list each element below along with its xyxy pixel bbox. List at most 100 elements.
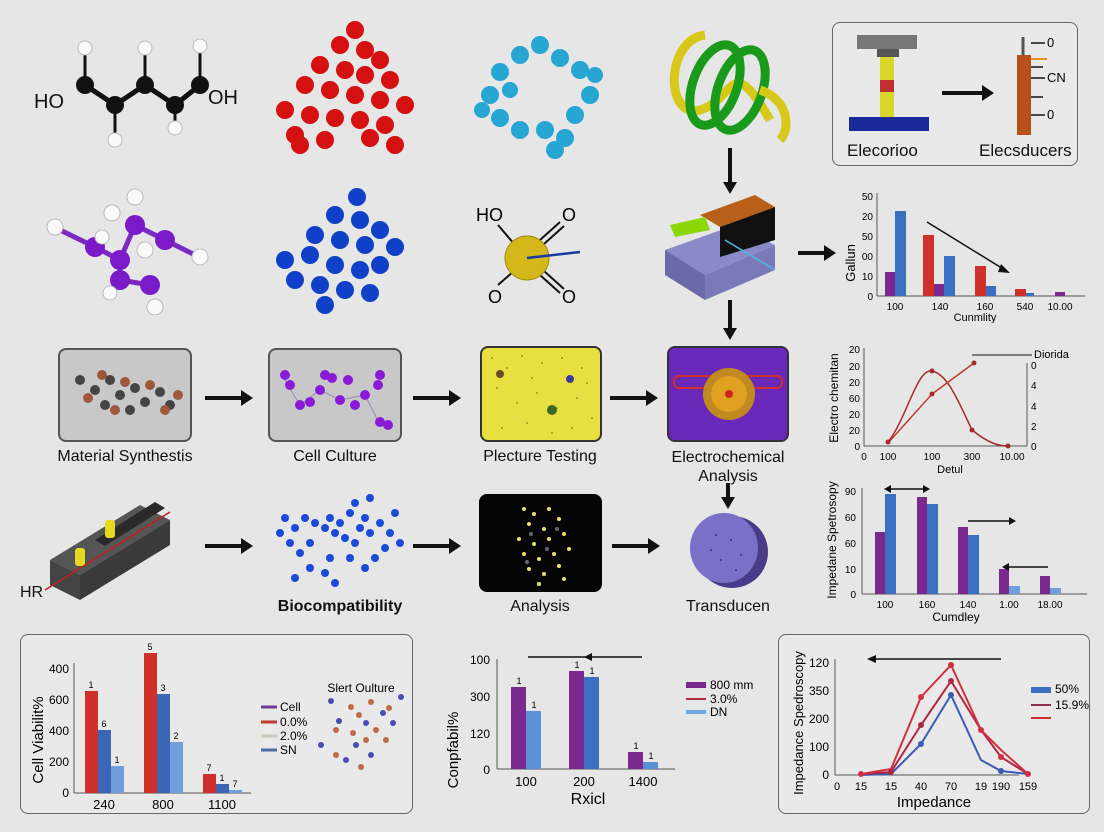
material-synthesis-label: Material Synthestis bbox=[57, 448, 193, 465]
x-tick: 19 bbox=[975, 781, 987, 793]
analysis-label: Analysis bbox=[510, 598, 570, 615]
o-label: O bbox=[562, 205, 576, 225]
purple-molecule bbox=[46, 188, 209, 315]
y-tick: 400 bbox=[49, 662, 69, 676]
y-right-tick: 0 bbox=[1031, 442, 1037, 453]
arrow-right-icon bbox=[205, 538, 253, 554]
hr-device-illustration bbox=[44, 502, 171, 600]
bar-label: 1 bbox=[516, 676, 521, 686]
legend-label: Cell bbox=[280, 700, 301, 714]
legend: Cell 0.0% 2.0% SN bbox=[261, 700, 308, 757]
x-tick: 70 bbox=[945, 781, 957, 793]
x-tick: 140 bbox=[932, 302, 949, 313]
inset-title: Slert Oulture bbox=[327, 681, 395, 695]
biocompatibility-label: Biocompatibility bbox=[277, 598, 403, 615]
o-label: O bbox=[488, 287, 502, 307]
y-tick: 90 bbox=[845, 487, 857, 498]
bar-label: 7 bbox=[206, 763, 211, 773]
y-tick: 400 bbox=[49, 724, 69, 738]
legend: 50% 15.9% bbox=[1031, 682, 1089, 719]
sensor-chip-illustration bbox=[665, 195, 775, 300]
gallun-bar-chart: Gallun 0 10 00 50 20 50 100 140 160 540 … bbox=[843, 192, 1085, 323]
y-right-tick: 4 bbox=[1031, 402, 1037, 413]
x-tick: 15 bbox=[855, 781, 867, 793]
arrow-right-icon bbox=[413, 390, 461, 406]
y-tick: 10 bbox=[862, 272, 874, 283]
arrow-right-icon bbox=[205, 390, 253, 406]
bar-label: 1 bbox=[114, 755, 119, 765]
y-tick: 00 bbox=[862, 252, 874, 263]
legend-label: 2.0% bbox=[280, 729, 308, 743]
bar-label: 7 bbox=[232, 779, 237, 789]
y-tick: 20 bbox=[849, 362, 861, 373]
bar-label: 1 bbox=[88, 680, 93, 690]
y-tick: 100 bbox=[809, 740, 829, 754]
legend-label: 15.9% bbox=[1055, 698, 1089, 712]
x-tick: 159 bbox=[1019, 781, 1037, 793]
impedance-bar-chart: Impedane Spetrosopy 0 10 60 60 90 100 16… bbox=[825, 481, 1087, 624]
cyan-ring-molecule bbox=[474, 36, 603, 159]
x-tick: 10.00 bbox=[1047, 302, 1072, 313]
bar-label: 1 bbox=[648, 751, 653, 761]
x-tick: 200 bbox=[573, 774, 595, 789]
y-tick: 20 bbox=[849, 345, 861, 356]
y-axis-label: Gallun bbox=[843, 244, 858, 282]
y-right-tick: 2 bbox=[1031, 422, 1037, 433]
electrode-disk-illustration bbox=[673, 368, 783, 420]
analysis-box bbox=[479, 494, 602, 592]
y-tick: 0 bbox=[822, 768, 829, 782]
bar-label: 3 bbox=[160, 683, 165, 693]
dicarboxylic-acid-molecule: HO OH bbox=[34, 38, 238, 148]
x-tick: 0 bbox=[834, 781, 840, 793]
bar-label: 1 bbox=[633, 741, 638, 751]
x-tick: 40 bbox=[915, 781, 927, 793]
y-tick: 0 bbox=[62, 786, 69, 800]
legend-label: Diorida bbox=[1034, 349, 1070, 361]
y-axis-label: Impedane Spetrosopy bbox=[825, 481, 839, 598]
legend-label: SN bbox=[280, 743, 297, 757]
y-tick: 60 bbox=[845, 513, 857, 524]
y-tick: 20 bbox=[849, 426, 861, 437]
y-axis-label: Impedance Spedroscopy bbox=[791, 651, 806, 795]
y-tick: 0 bbox=[854, 442, 860, 453]
x-tick: 100 bbox=[887, 302, 904, 313]
helix-structure bbox=[669, 30, 791, 144]
x-tick: 0 bbox=[861, 452, 867, 463]
electrochemical-line-chart: Electro chemitan 0 20 20 60 20 20 20 0 2… bbox=[827, 345, 1070, 476]
y-tick: 10 bbox=[845, 565, 857, 576]
legend-label: DN bbox=[710, 705, 727, 719]
tick-label-bottom: 0 bbox=[1047, 107, 1054, 122]
x-axis-label: Rxicl bbox=[571, 791, 606, 808]
x-tick: 1100 bbox=[208, 797, 236, 812]
yellow-culture-illustration bbox=[491, 355, 593, 434]
ho-label: HO bbox=[476, 205, 503, 225]
y-tick: 200 bbox=[49, 755, 69, 769]
impedance-line-panel: Impedance Spedroscopy 0 100 200 350 120 … bbox=[778, 634, 1090, 814]
electrode-right-label: Elecsducers bbox=[979, 141, 1072, 160]
y-tick: 120 bbox=[809, 656, 829, 670]
biocompatibility-cluster bbox=[276, 494, 404, 587]
label-line: Analysis bbox=[698, 468, 758, 485]
arrow-down-icon bbox=[721, 483, 735, 509]
bar-label: 1 bbox=[574, 660, 579, 670]
electrode-panel: 0 CN 0 Elecorioo Elecsducers bbox=[832, 22, 1078, 166]
x-tick: 100 bbox=[515, 774, 537, 789]
bar-label: 6 bbox=[101, 719, 106, 729]
legend-label: 800 mm bbox=[710, 678, 753, 692]
y-tick: 300 bbox=[470, 690, 490, 704]
cell-culture-box bbox=[268, 348, 402, 442]
o-label: O bbox=[562, 287, 576, 307]
cell-viability-bar-chart: Cell Viabilit% 0 200 400 600 400 1 6 1 5… bbox=[30, 642, 404, 812]
x-axis-label: Detul bbox=[937, 464, 963, 476]
red-polymer-molecule bbox=[276, 21, 414, 154]
y-tick: 0 bbox=[483, 763, 490, 777]
blue-polymer-molecule bbox=[276, 188, 404, 314]
x-tick: 100 bbox=[924, 452, 941, 463]
x-tick: 160 bbox=[977, 302, 994, 313]
oh-label: OH bbox=[208, 87, 238, 109]
arrow-down-icon bbox=[723, 300, 737, 340]
electrode-illustration: 0 CN 0 bbox=[849, 35, 1066, 135]
y-right-tick: 4 bbox=[1031, 381, 1037, 392]
scattered-cells-illustration bbox=[318, 694, 404, 770]
y-tick: 20 bbox=[849, 378, 861, 389]
